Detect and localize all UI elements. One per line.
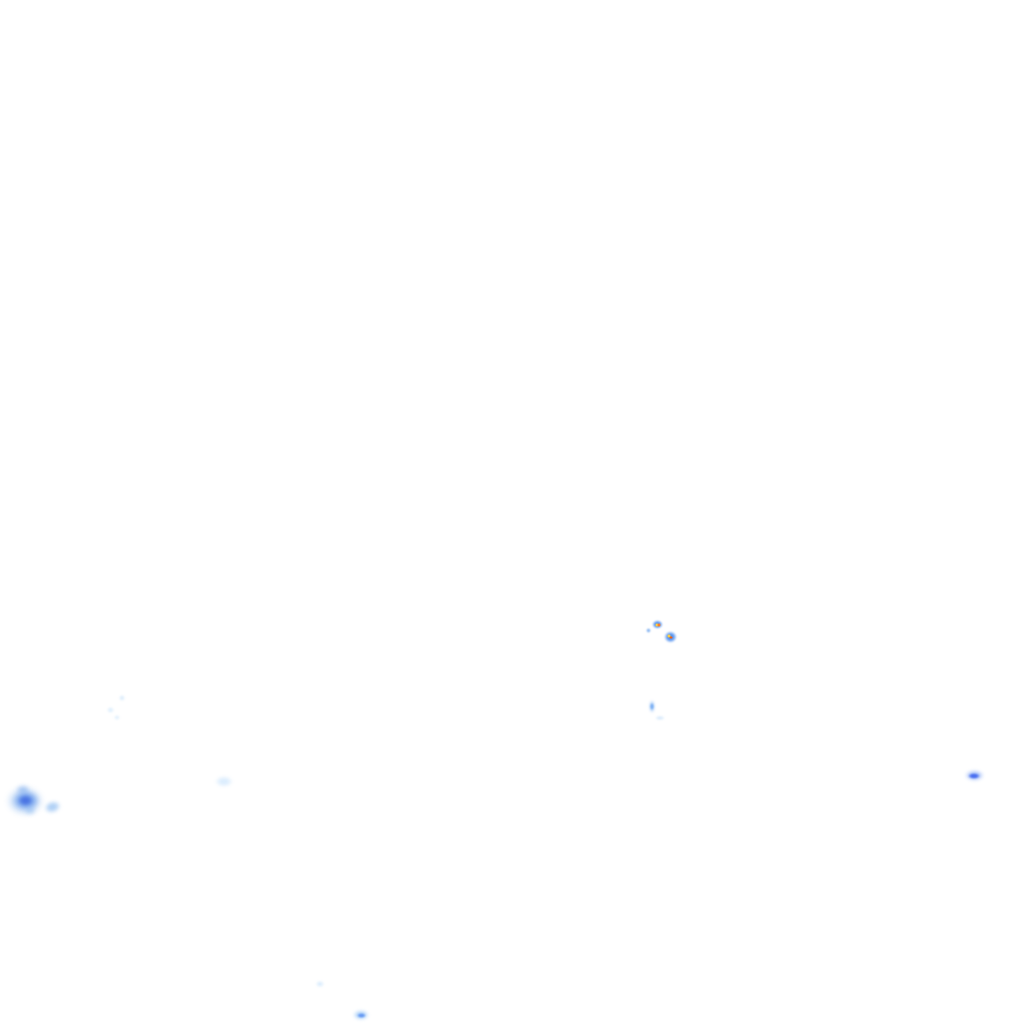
rain-dash-south-halo bbox=[353, 1010, 369, 1020]
rain-dash-south-core bbox=[357, 1013, 366, 1018]
storm-cell-s-halo bbox=[664, 631, 677, 643]
rain-cell-sw-mid bbox=[13, 791, 39, 810]
shower-dash-small bbox=[655, 716, 665, 720]
rain-cell-sw-core bbox=[18, 795, 33, 806]
rain-cell-sw-lobe-bottom bbox=[24, 805, 36, 815]
drizzle-speck-2 bbox=[107, 707, 114, 713]
rain-cell-sw-tail bbox=[42, 799, 63, 815]
storm-cell-s-core-orange bbox=[669, 636, 673, 639]
storm-cell-n-core-orange bbox=[657, 623, 661, 627]
storm-cell-s-core-yellow bbox=[667, 634, 671, 638]
rain-cell-sw-lobe-top bbox=[16, 785, 30, 795]
drizzle-dot-south bbox=[316, 981, 324, 987]
shower-streak-vertical bbox=[649, 700, 655, 713]
storm-cell-n-halo bbox=[652, 620, 663, 629]
rain-cell-sw-halo bbox=[6, 786, 44, 816]
drizzle-speck-3 bbox=[114, 715, 120, 720]
rain-dash-east-core bbox=[968, 773, 980, 779]
storm-cluster-dot bbox=[646, 628, 651, 633]
drizzle-patch-west bbox=[215, 776, 233, 787]
storm-cell-n-core-yellow bbox=[655, 623, 659, 627]
rain-dash-east-halo bbox=[965, 770, 984, 781]
shower-streak-core bbox=[650, 703, 654, 710]
drizzle-speck-1 bbox=[119, 695, 125, 701]
